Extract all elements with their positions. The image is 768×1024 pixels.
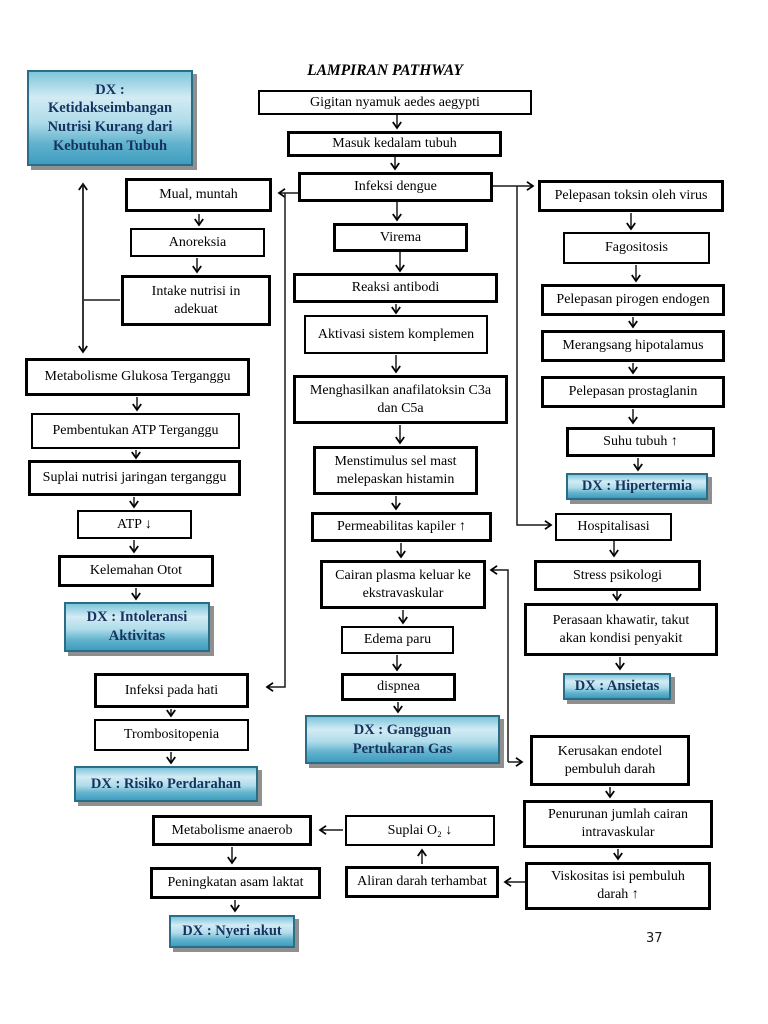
node-dx-perdarahan: DX : Risiko Perdarahan xyxy=(74,766,258,802)
node-dx-ansietas: DX : Ansietas xyxy=(563,673,671,700)
node-aliran-darah: Aliran darah terhambat xyxy=(345,866,499,898)
node-intake-nutrisi: Intake nutrisi in adekuat xyxy=(121,275,271,326)
node-suplai-nutrisi: Suplai nutrisi jaringan terganggu xyxy=(28,460,241,496)
node-peningkatan-laktat: Peningkatan asam laktat xyxy=(150,867,321,899)
page-number: 37 xyxy=(646,931,663,946)
node-fagositosis: Fagositosis xyxy=(563,232,710,264)
node-anoreksia: Anoreksia xyxy=(130,228,265,257)
page-title: LAMPIRAN PATHWAY xyxy=(307,62,463,79)
node-suhu-tubuh: Suhu tubuh ↑ xyxy=(566,427,715,457)
node-edema-paru: Edema paru xyxy=(341,626,454,654)
node-infeksi-hati: Infeksi pada hati xyxy=(94,673,249,708)
node-hospitalisasi: Hospitalisasi xyxy=(555,513,672,541)
node-infeksi-dengue: Infeksi dengue xyxy=(298,172,493,202)
node-pirogen-endogen: Pelepasan pirogen endogen xyxy=(541,284,725,316)
node-dx-hipertermia: DX : Hipertermia xyxy=(566,473,708,500)
node-kelemahan-otot: Kelemahan Otot xyxy=(58,555,214,587)
arrow-infeksi-hospitalisasi xyxy=(516,186,553,530)
node-metabolisme-anaerob: Metabolisme anaerob xyxy=(152,815,312,846)
node-dx-nyeri: DX : Nyeri akut xyxy=(169,915,295,948)
node-dx-intoleransi: DX : Intoleransi Aktivitas xyxy=(64,602,210,652)
node-permeabilitas: Permeabilitas kapiler ↑ xyxy=(311,512,492,542)
node-stress-psikologi: Stress psikologi xyxy=(534,560,701,591)
node-suplai-o2: Suplai O₂ ↓ xyxy=(345,815,495,846)
arrow-link-to-cairan xyxy=(489,565,509,762)
node-prostaglanin: Pelepasan prostaglanin xyxy=(541,376,725,408)
node-pembentukan-atp: Pembentukan ATP Terganggu xyxy=(31,413,240,449)
node-penurunan-cairan: Penurunan jumlah cairan intravaskular xyxy=(523,800,713,848)
node-merangsang-hipotalamus: Merangsang hipotalamus xyxy=(541,330,725,362)
node-masuk: Masuk kedalam tubuh xyxy=(287,131,502,157)
node-pelepasan-toksin: Pelepasan toksin oleh virus xyxy=(538,180,724,212)
node-dispnea: dispnea xyxy=(341,673,456,701)
node-sel-mast: Menstimulus sel mast melepaskan histamin xyxy=(313,446,478,495)
arrow-infeksi-infeksihati xyxy=(265,193,286,692)
node-anafilatoksin: Menghasilkan anafilatoksin C3a dan C5a xyxy=(293,375,508,424)
node-mual-muntah: Mual, muntah xyxy=(125,178,272,212)
node-viskositas: Viskositas isi pembuluh darah ↑ xyxy=(525,862,711,910)
node-kerusakan-endotel: Kerusakan endotel pembuluh darah xyxy=(530,735,690,786)
node-dx-nutrisi: DX : Ketidakseimbangan Nutrisi Kurang da… xyxy=(27,70,193,166)
node-metabolisme-glukosa: Metabolisme Glukosa Terganggu xyxy=(25,358,250,396)
node-trombositopenia: Trombositopenia xyxy=(94,719,249,751)
node-gigitan: Gigitan nyamuk aedes aegypti xyxy=(258,90,532,115)
node-reaksi-antibodi: Reaksi antibodi xyxy=(293,273,498,303)
node-cairan-plasma: Cairan plasma keluar ke ekstravaskular xyxy=(320,560,486,609)
node-aktivasi-komplemen: Aktivasi sistem komplemen xyxy=(304,315,488,354)
node-virema: Virema xyxy=(333,223,468,252)
node-atp-turun: ATP ↓ xyxy=(77,510,192,539)
node-perasaan-khawatir: Perasaan khawatir, takut akan kondisi pe… xyxy=(524,603,718,656)
node-dx-gas: DX : Gangguan Pertukaran Gas xyxy=(305,715,500,764)
